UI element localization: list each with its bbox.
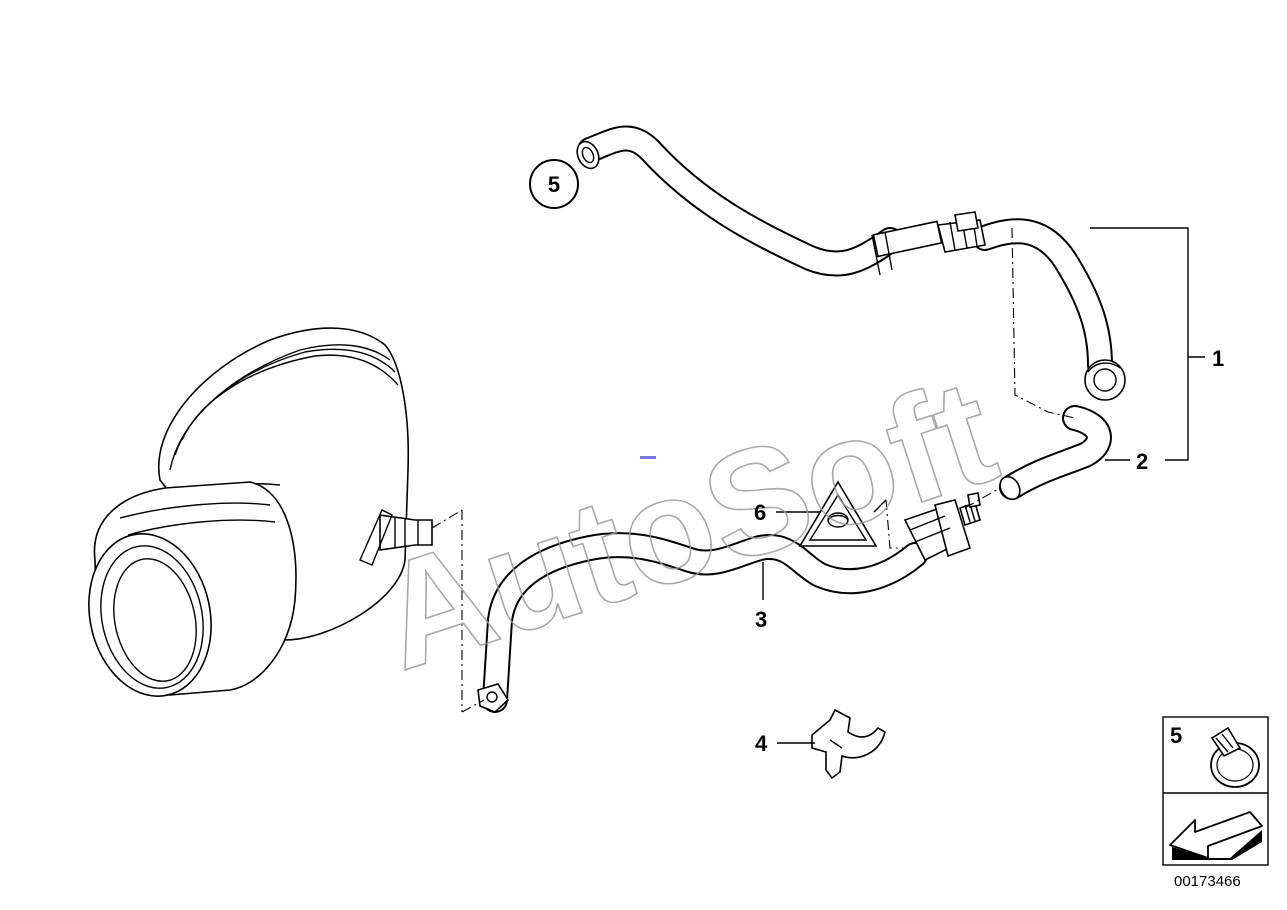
assembly-lines bbox=[431, 227, 1076, 713]
svg-text:5: 5 bbox=[548, 172, 560, 197]
callout-6: 6 bbox=[754, 500, 766, 525]
callout-4: 4 bbox=[755, 731, 768, 756]
warning-triangle-icon bbox=[798, 480, 878, 547]
watermark: AutoSoft bbox=[359, 346, 1013, 701]
legend-box: 5 bbox=[1162, 716, 1269, 866]
callout-1: 1 bbox=[1212, 346, 1224, 371]
vacuum-valve bbox=[903, 492, 981, 562]
callout-5-circle: 5 bbox=[529, 159, 579, 209]
legend-callout-5: 5 bbox=[1170, 723, 1182, 748]
document-number: 00173466 bbox=[1174, 873, 1241, 890]
arrow-left-icon bbox=[1169, 811, 1263, 860]
hose-clamp-icon bbox=[1210, 726, 1260, 788]
clip-part-4 bbox=[811, 708, 886, 780]
hose-2 bbox=[999, 405, 1112, 501]
intake-boot bbox=[88, 327, 433, 697]
hose-1 bbox=[576, 125, 1126, 401]
hose-3 bbox=[477, 532, 928, 713]
callout-3: 3 bbox=[755, 607, 767, 632]
callout-2: 2 bbox=[1136, 449, 1148, 474]
leader-lines bbox=[762, 227, 1205, 744]
blue-mark bbox=[640, 456, 656, 459]
